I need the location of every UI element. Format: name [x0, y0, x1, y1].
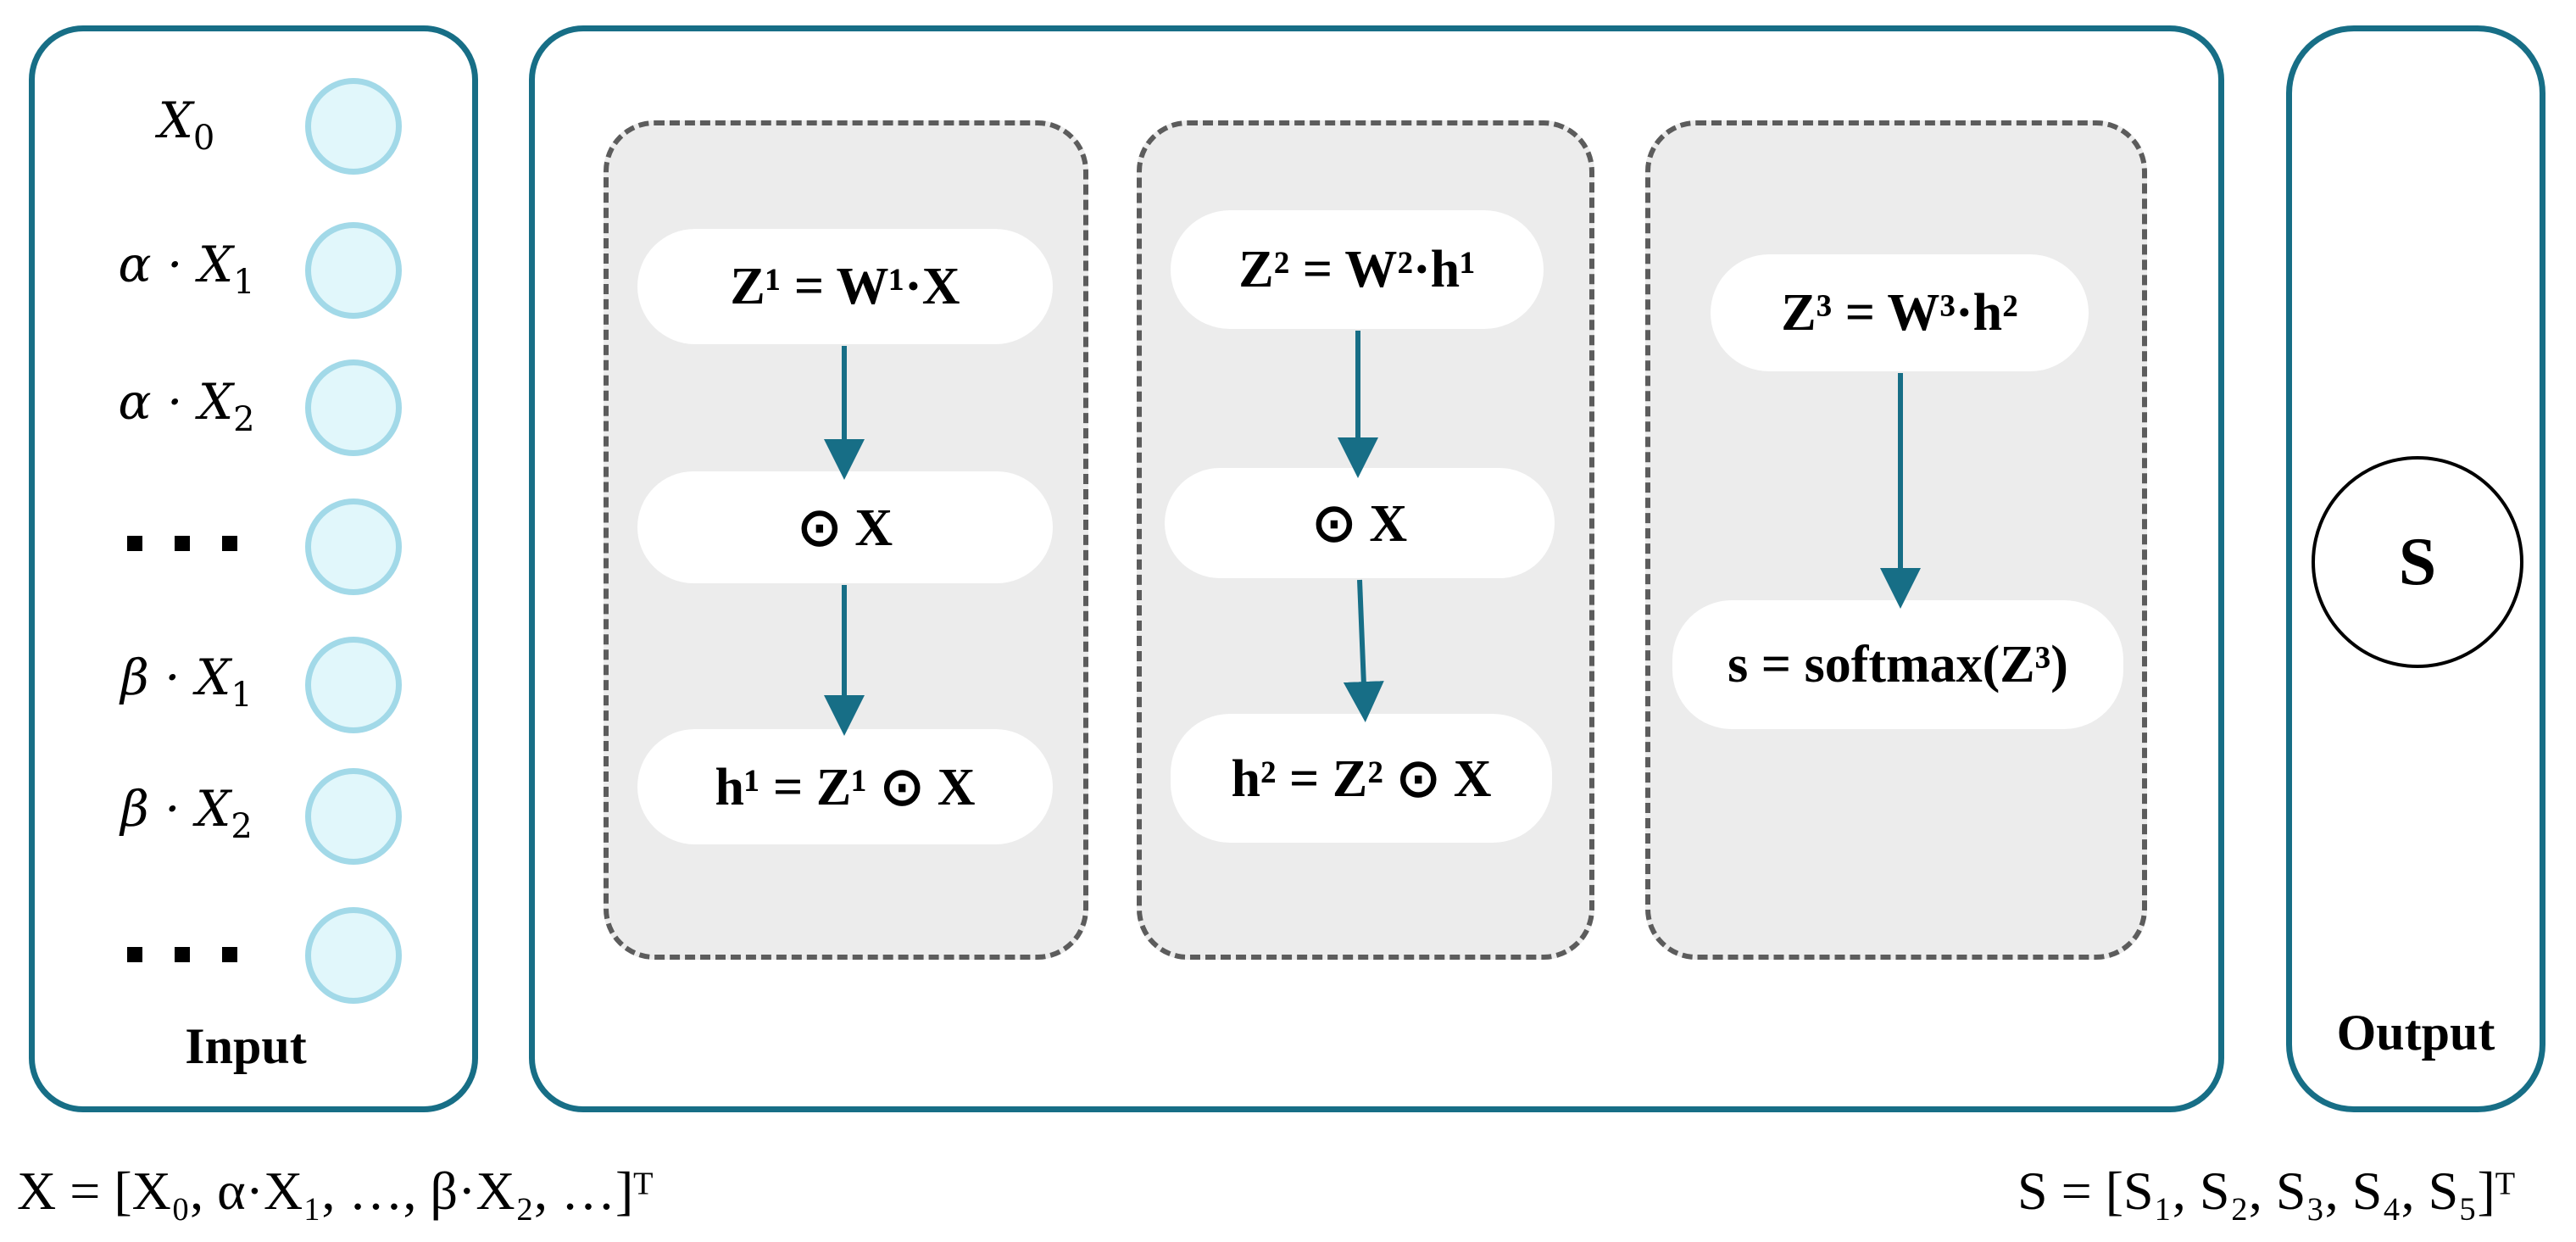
input-vector-formula: X = [X₀, α·X₁, …, β·X₂, …]ᵀ	[17, 1161, 654, 1221]
output-vector-formula: S = [S₁, S₂, S₃, S₄, S₅]ᵀ	[2017, 1161, 2516, 1221]
input-node-alpha-x1	[305, 222, 402, 319]
input-ellipsis-2	[127, 947, 237, 962]
layer-2-output: h² = Z² ⊙ X	[1171, 714, 1552, 843]
input-node-beta-x1	[305, 637, 402, 733]
input-caption: Input	[185, 1018, 307, 1074]
input-ellipsis-1	[127, 536, 237, 551]
output-node-s: S	[2312, 456, 2523, 668]
input-panel	[29, 25, 478, 1112]
input-label-beta-x1: β · X1	[120, 649, 253, 715]
input-node-ellipsis-1	[305, 498, 402, 595]
output-caption: Output	[2336, 1005, 2495, 1061]
layer-3-softmax: s = softmax(Z³)	[1672, 600, 2123, 729]
input-node-ellipsis-2	[305, 907, 402, 1004]
input-node-x0	[305, 78, 402, 175]
input-node-alpha-x2	[305, 359, 402, 456]
input-label-alpha-x1: α · X1	[118, 236, 255, 302]
input-node-beta-x2	[305, 768, 402, 865]
input-label-x0: X0	[158, 92, 215, 158]
layer-3-linear: Z³ = W³·h²	[1711, 254, 2089, 371]
layer-1-linear: Z¹ = W¹·X	[637, 229, 1053, 344]
layer-2-linear: Z² = W²·h¹	[1171, 210, 1544, 329]
input-label-alpha-x2: α · X2	[118, 373, 255, 439]
arrow-layer2-hadamard-to-output	[1343, 579, 1384, 722]
layer-1-hadamard: ⊙ X	[637, 471, 1053, 583]
input-label-beta-x2: β · X2	[120, 780, 253, 846]
layer-2-hadamard: ⊙ X	[1165, 468, 1555, 578]
layer-1-output: h¹ = Z¹ ⊙ X	[637, 729, 1053, 844]
